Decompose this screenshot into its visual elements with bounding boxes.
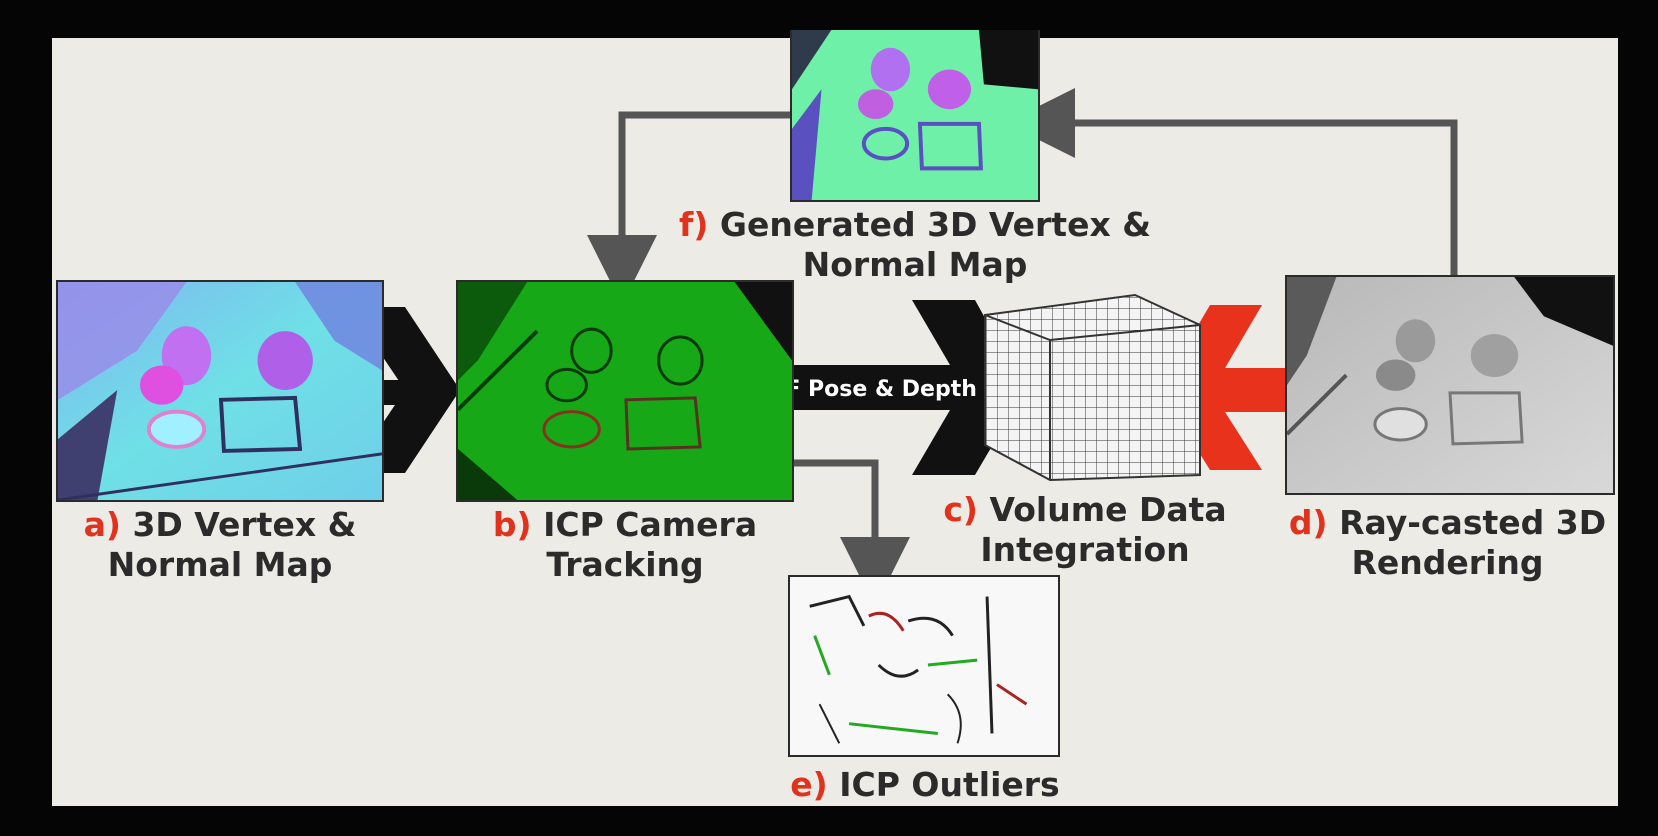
label-stage-c: c) Volume Data Integration [920, 490, 1250, 570]
label-stage-f-letter: f) [678, 205, 709, 244]
connector-d-to-f [1005, 88, 1458, 275]
label-stage-f-line2: Normal Map [802, 245, 1028, 284]
label-stage-e: e) ICP Outliers [770, 765, 1080, 805]
raycast-render-image [1285, 275, 1615, 495]
label-stage-a-line2: Normal Map [107, 545, 333, 584]
label-stage-b-line2: Tracking [546, 545, 704, 584]
icp-outliers-image [788, 575, 1060, 757]
label-stage-a: a) 3D Vertex & Normal Map [40, 505, 400, 585]
connector-f-to-b [587, 111, 790, 305]
label-stage-e-line1: ICP Outliers [839, 765, 1060, 804]
label-stage-a-line1: 3D Vertex & [132, 505, 357, 544]
label-stage-b-line1: ICP Camera [543, 505, 758, 544]
label-stage-c-line1: Volume Data [989, 490, 1227, 529]
label-stage-e-letter: e) [790, 765, 828, 804]
label-stage-b-letter: b) [492, 505, 532, 544]
connector-b-to-e [793, 459, 910, 607]
label-stage-d-line2: Rendering [1351, 543, 1544, 582]
arrow-b-to-c [712, 300, 1025, 475]
label-stage-c-letter: c) [943, 490, 978, 529]
label-stage-c-line2: Integration [980, 530, 1190, 569]
label-stage-a-letter: a) [83, 505, 121, 544]
label-stage-d: d) Ray-casted 3D Rendering [1265, 503, 1630, 583]
label-stage-f-line1: Generated 3D Vertex & [719, 205, 1152, 244]
label-stage-d-line1: Ray-casted 3D [1339, 503, 1607, 542]
voxel-cube-image [975, 275, 1205, 485]
label-stage-d-letter: d) [1288, 503, 1328, 542]
label-stage-f: f) Generated 3D Vertex & Normal Map [660, 205, 1170, 285]
icp-tracking-image [456, 280, 794, 502]
normal-map-image [56, 280, 384, 502]
generated-normal-map-image [790, 30, 1040, 202]
label-stage-b: b) ICP Camera Tracking [445, 505, 805, 585]
